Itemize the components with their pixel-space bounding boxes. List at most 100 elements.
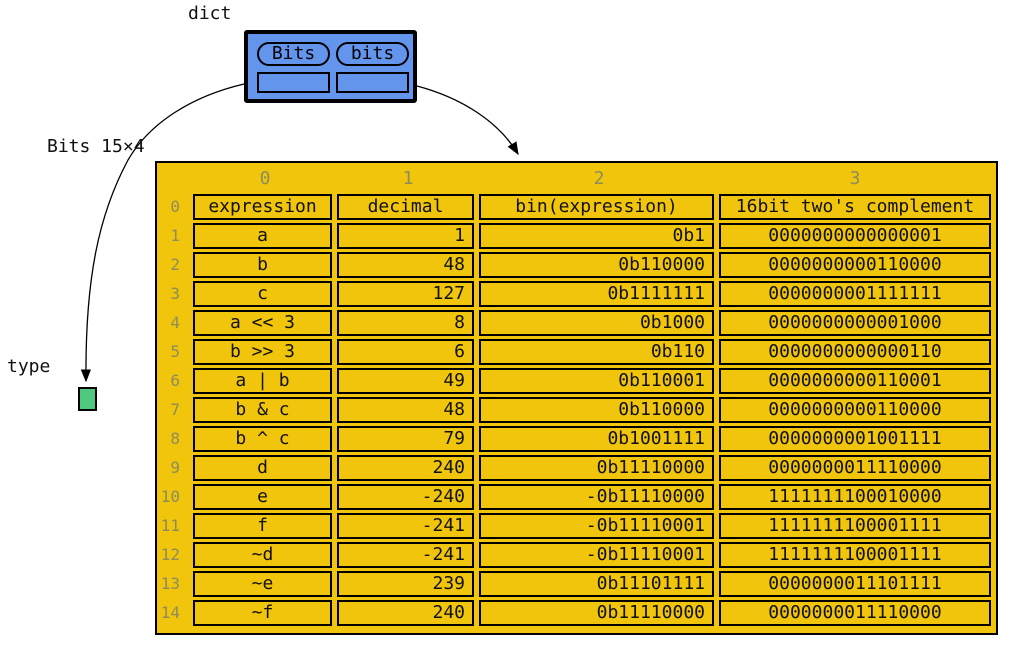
table-data-cell: 0b1001111 xyxy=(479,426,714,452)
table-header-cell: bin(expression) xyxy=(479,194,714,220)
table-data-cell: 0000000001111111 xyxy=(719,281,991,307)
type-node xyxy=(78,387,97,411)
table-data-cell: f xyxy=(193,513,332,539)
table-data-cell: 0b11110000 xyxy=(479,455,714,481)
dict-value-slot-Bits xyxy=(257,72,330,93)
dict-node-inner: Bits bits xyxy=(248,34,413,93)
table-data-cell: b ^ c xyxy=(193,426,332,452)
dict-key-bits: bits xyxy=(336,42,409,66)
column-header-row: 0 1 2 3 xyxy=(157,163,996,194)
column-header: 2 xyxy=(593,168,605,189)
table-data-cell: -0b11110001 xyxy=(479,513,714,539)
column-header: 1 xyxy=(402,168,414,189)
dict-node: Bits bits xyxy=(244,30,417,103)
row-index-label: 13 xyxy=(160,574,180,593)
row-index-label: 7 xyxy=(170,400,180,419)
dict-key-Bits: Bits xyxy=(257,42,330,66)
table-data-cell: 0000000000110000 xyxy=(719,397,991,423)
row-index-label: 1 xyxy=(170,226,180,245)
table-data-cell: -0b11110001 xyxy=(479,542,714,568)
table-header-cell: expression xyxy=(193,194,332,220)
dict-keys-row: Bits bits xyxy=(257,42,413,66)
table-header-cell: 16bit two's complement xyxy=(719,194,991,220)
table-header-cell: decimal xyxy=(337,194,474,220)
table-data-cell: e xyxy=(193,484,332,510)
table-data-cell: 48 xyxy=(337,397,474,423)
table-data-cell: 0b110001 xyxy=(479,368,714,394)
row-index-label: 4 xyxy=(170,313,180,332)
table-data-cell: 0000000011110000 xyxy=(719,455,991,481)
table-data-cell: 79 xyxy=(337,426,474,452)
row-index-label: 6 xyxy=(170,371,180,390)
table-data-cell: 240 xyxy=(337,600,474,626)
table-data-cell: b >> 3 xyxy=(193,339,332,365)
table-data-cell: c xyxy=(193,281,332,307)
table-data-cell: 0b110000 xyxy=(479,397,714,423)
table-data-cell: 0000000000001000 xyxy=(719,310,991,336)
table-data-cell: ~f xyxy=(193,600,332,626)
table-data-cell: 0b1000 xyxy=(479,310,714,336)
row-index-label: 2 xyxy=(170,255,180,274)
table-data-cell: ~d xyxy=(193,542,332,568)
dict-node-label: dict xyxy=(188,3,232,24)
table-data-cell: a << 3 xyxy=(193,310,332,336)
table-data-cell: -241 xyxy=(337,513,474,539)
table-data-cell: 8 xyxy=(337,310,474,336)
table-node-label: Bits 15×4 xyxy=(47,136,145,157)
row-index-label: 10 xyxy=(160,487,180,506)
table-data-cell: 240 xyxy=(337,455,474,481)
table-data-cell: 0000000011101111 xyxy=(719,571,991,597)
table-data-cell: 0000000011110000 xyxy=(719,600,991,626)
table-data-cell: 1111111100001111 xyxy=(719,513,991,539)
table-data-cell: 0b110 xyxy=(479,339,714,365)
table-data-cell: 0000000000110001 xyxy=(719,368,991,394)
table-data-cell: a | b xyxy=(193,368,332,394)
table-data-cell: -241 xyxy=(337,542,474,568)
table-data-cell: ~e xyxy=(193,571,332,597)
row-index-label: 11 xyxy=(160,516,180,535)
table-data-cell: 0b11101111 xyxy=(479,571,714,597)
table-data-cell: a xyxy=(193,223,332,249)
table-data-cell: 0b110000 xyxy=(479,252,714,278)
row-index-label: 9 xyxy=(170,458,180,477)
table-data-cell: 6 xyxy=(337,339,474,365)
table-data-cell: 1111111100001111 xyxy=(719,542,991,568)
row-index-label: 5 xyxy=(170,342,180,361)
edge-dict-to-table xyxy=(416,85,519,156)
table-data-cell: 127 xyxy=(337,281,474,307)
row-index-label: 14 xyxy=(160,603,180,622)
type-node-label: type xyxy=(7,356,51,377)
dict-values-row xyxy=(257,72,413,93)
row-index-label: 12 xyxy=(160,545,180,564)
row-index-label: 8 xyxy=(170,429,180,448)
column-header: 3 xyxy=(849,168,861,189)
table-data-cell: 0000000000110000 xyxy=(719,252,991,278)
table-data-cell: 49 xyxy=(337,368,474,394)
table-data-cell: 239 xyxy=(337,571,474,597)
table-data-cell: 0000000000000001 xyxy=(719,223,991,249)
table-data-cell: b xyxy=(193,252,332,278)
row-index-label: 0 xyxy=(170,197,180,216)
table-data-cell: 0000000001001111 xyxy=(719,426,991,452)
table-data-cell: 0b1111111 xyxy=(479,281,714,307)
row-index-label: 3 xyxy=(170,284,180,303)
table-data-cell: -0b11110000 xyxy=(479,484,714,510)
column-header: 0 xyxy=(259,168,271,189)
table-data-cell: 48 xyxy=(337,252,474,278)
